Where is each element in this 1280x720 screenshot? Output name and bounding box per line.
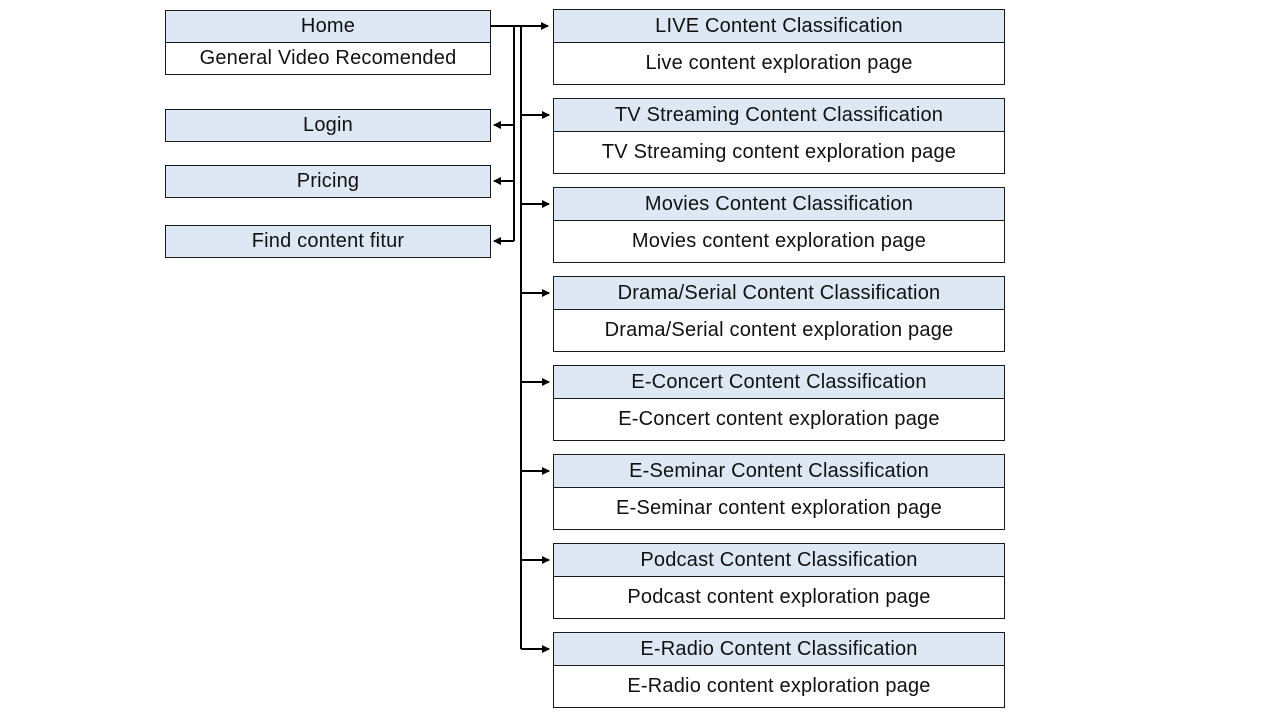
tv-streaming-classification-box: TV Streaming Content Classification bbox=[553, 98, 1005, 132]
find-content-box: Find content fitur bbox=[165, 225, 491, 258]
podcast-classification-title: Podcast Content Classification bbox=[640, 548, 918, 571]
live-classification-box: LIVE Content Classification bbox=[553, 9, 1005, 43]
e-radio-exploration-box: E-Radio content exploration page bbox=[553, 665, 1005, 708]
movies-exploration-subtitle: Movies content exploration page bbox=[631, 230, 927, 252]
drama-classification-box: Drama/Serial Content Classification bbox=[553, 276, 1005, 310]
login-box: Login bbox=[165, 109, 491, 142]
movies-classification-title: Movies Content Classification bbox=[644, 192, 914, 215]
drama-classification-title: Drama/Serial Content Classification bbox=[617, 281, 941, 304]
movies-classification-box: Movies Content Classification bbox=[553, 187, 1005, 221]
home-subtitle-box: General Video Recomended bbox=[165, 42, 491, 75]
podcast-classification-box: Podcast Content Classification bbox=[553, 543, 1005, 577]
podcast-exploration-subtitle: Podcast content exploration page bbox=[627, 586, 931, 608]
e-radio-classification-box: E-Radio Content Classification bbox=[553, 632, 1005, 666]
login-label: Login bbox=[303, 114, 353, 136]
drama-exploration-box: Drama/Serial content exploration page bbox=[553, 309, 1005, 352]
e-radio-exploration-subtitle: E-Radio content exploration page bbox=[627, 675, 931, 697]
drama-exploration-subtitle: Drama/Serial content exploration page bbox=[604, 319, 954, 341]
live-classification-title: LIVE Content Classification bbox=[655, 14, 903, 37]
podcast-exploration-box: Podcast content exploration page bbox=[553, 576, 1005, 619]
e-seminar-classification-box: E-Seminar Content Classification bbox=[553, 454, 1005, 488]
home-subtitle: General Video Recomended bbox=[199, 47, 457, 69]
e-concert-classification-title: E-Concert Content Classification bbox=[631, 370, 927, 393]
e-seminar-exploration-box: E-Seminar content exploration page bbox=[553, 487, 1005, 530]
live-exploration-box: Live content exploration page bbox=[553, 42, 1005, 85]
movies-exploration-box: Movies content exploration page bbox=[553, 220, 1005, 263]
tv-streaming-classification-title: TV Streaming Content Classification bbox=[614, 103, 944, 126]
pricing-label: Pricing bbox=[296, 170, 360, 192]
pricing-box: Pricing bbox=[165, 165, 491, 198]
e-seminar-classification-title: E-Seminar Content Classification bbox=[629, 459, 929, 482]
home-title: Home bbox=[300, 15, 356, 37]
live-exploration-subtitle: Live content exploration page bbox=[645, 52, 913, 74]
tv-streaming-exploration-box: TV Streaming content exploration page bbox=[553, 131, 1005, 174]
e-radio-classification-title: E-Radio Content Classification bbox=[640, 637, 918, 660]
e-concert-exploration-subtitle: E-Concert content exploration page bbox=[618, 408, 940, 430]
tv-streaming-exploration-subtitle: TV Streaming content exploration page bbox=[601, 141, 957, 163]
e-concert-classification-box: E-Concert Content Classification bbox=[553, 365, 1005, 399]
home-box: Home bbox=[165, 10, 491, 43]
e-seminar-exploration-subtitle: E-Seminar content exploration page bbox=[616, 497, 942, 519]
find-content-label: Find content fitur bbox=[251, 230, 405, 252]
e-concert-exploration-box: E-Concert content exploration page bbox=[553, 398, 1005, 441]
